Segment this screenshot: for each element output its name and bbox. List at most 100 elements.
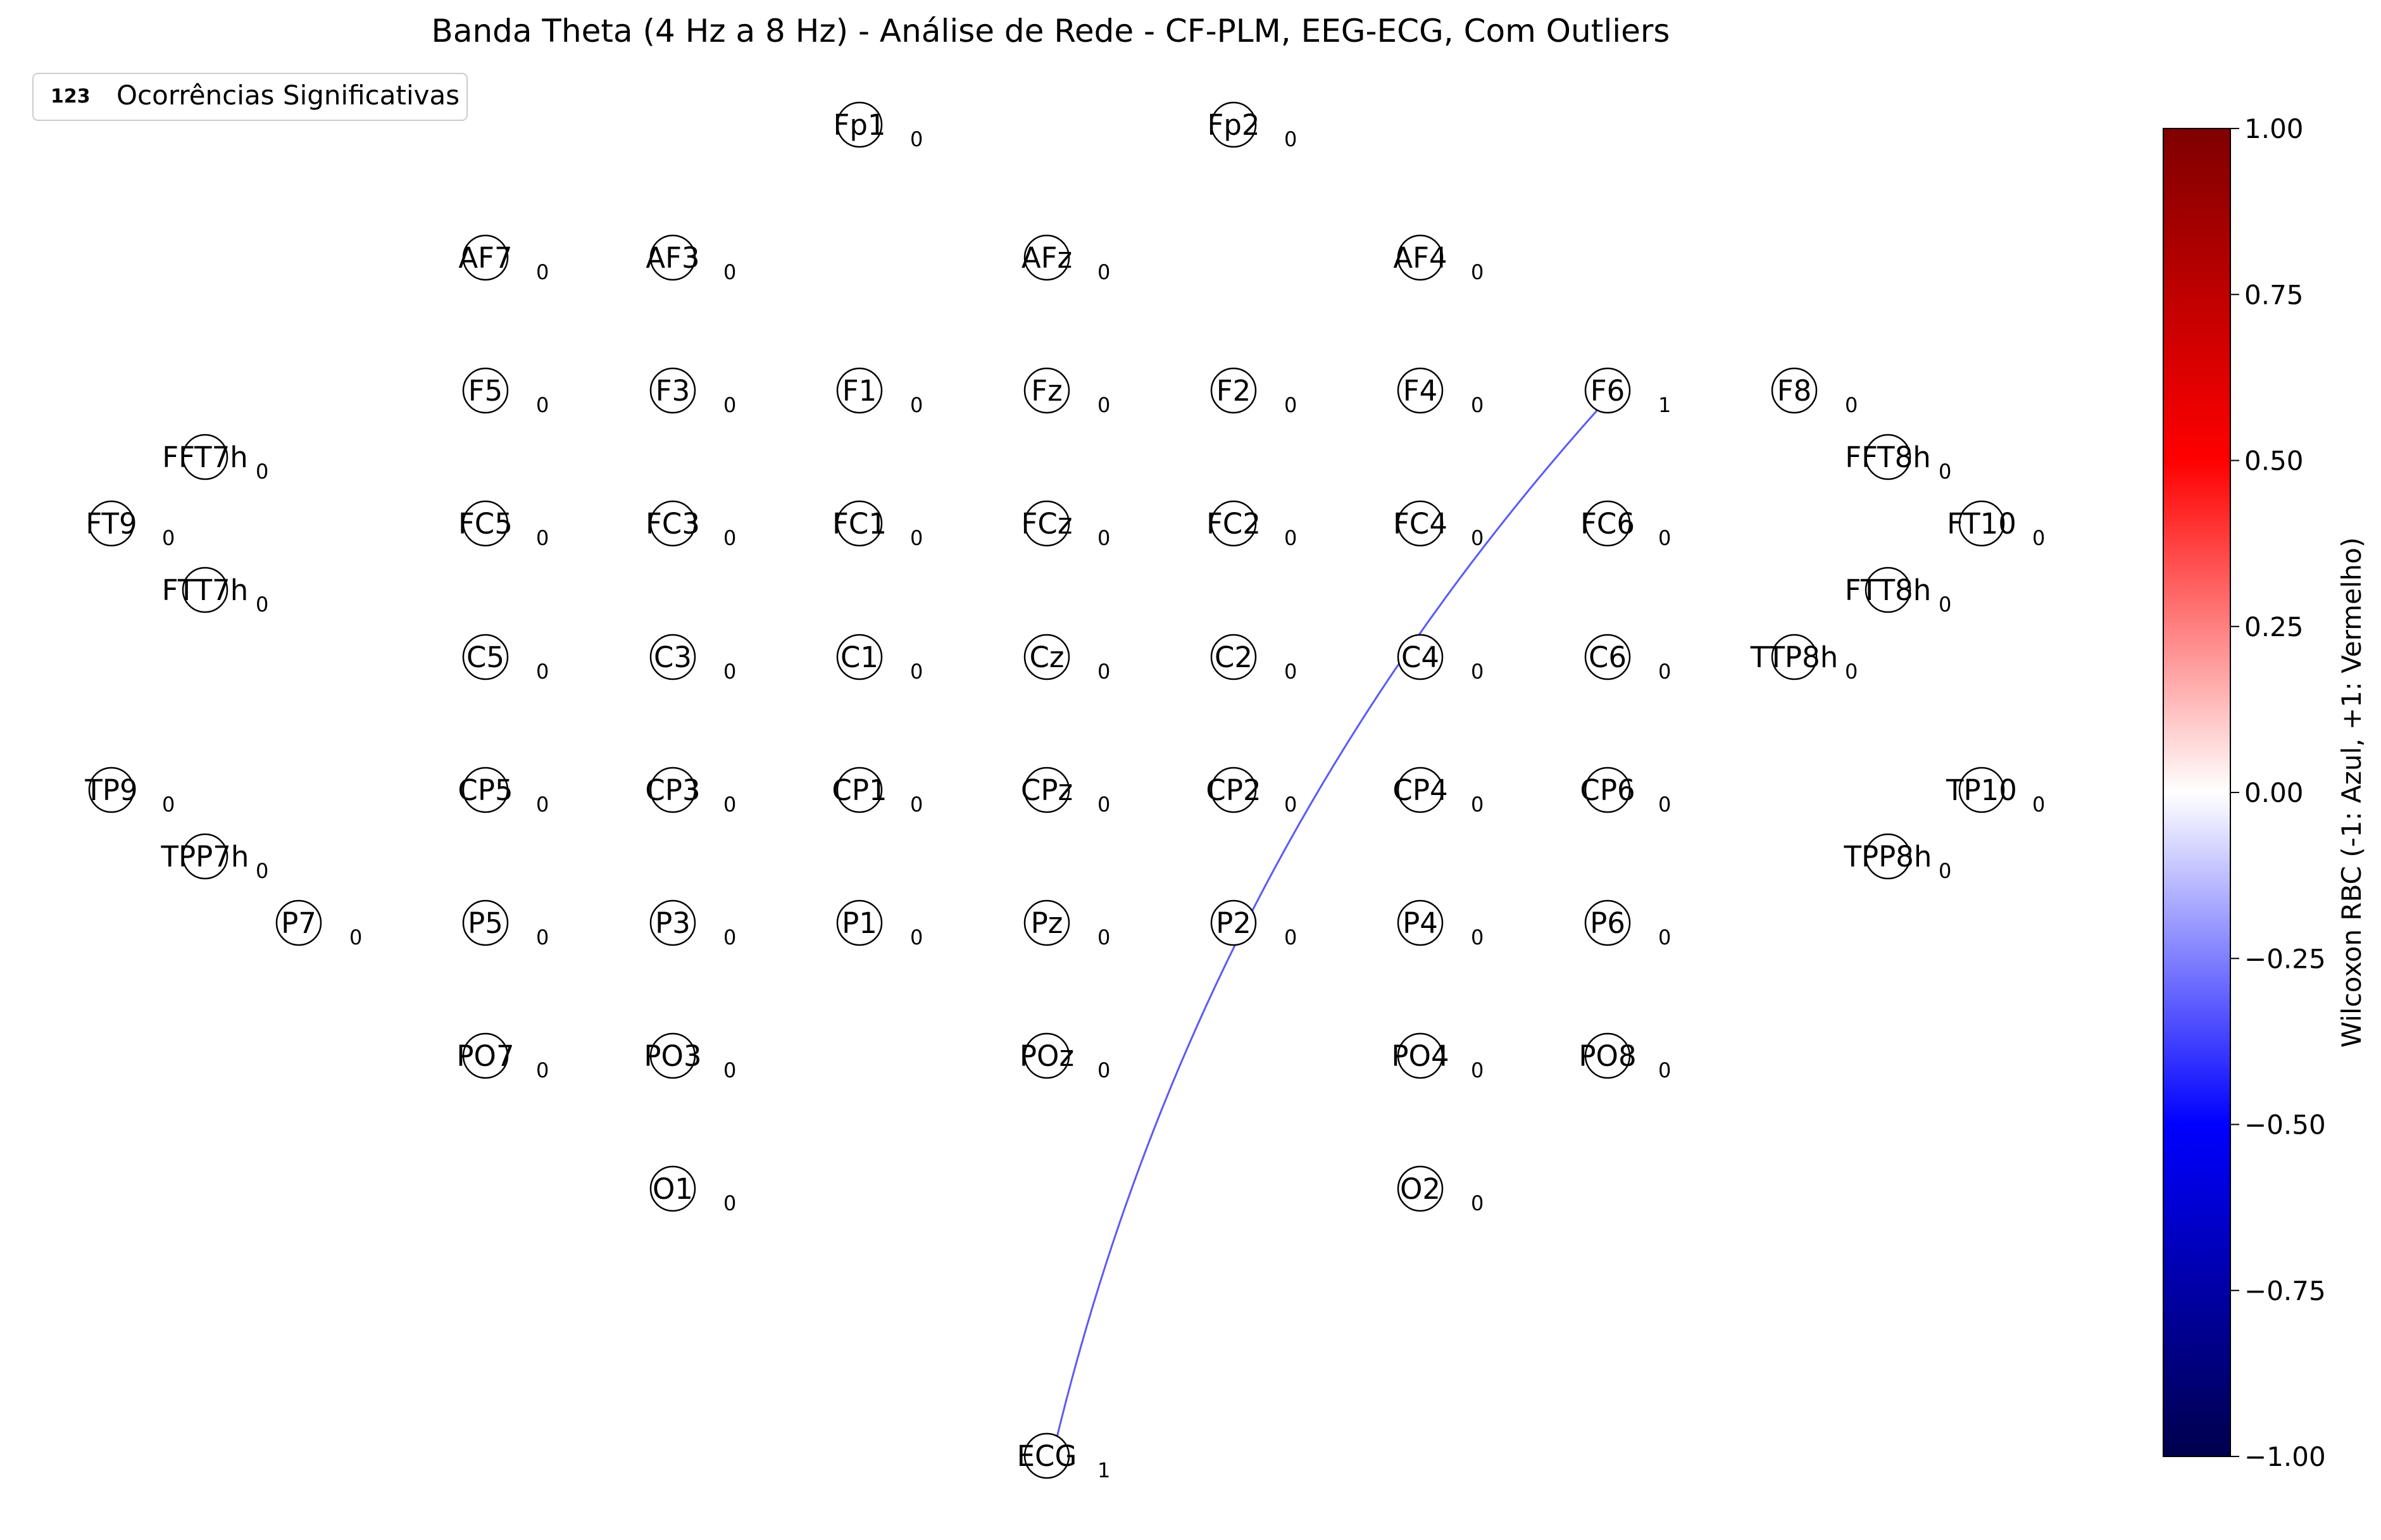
- node-label: F5: [468, 374, 503, 408]
- node-circle: [1584, 500, 1631, 547]
- node-circle: [1023, 1432, 1070, 1479]
- node-c1: C1 0: [836, 634, 923, 684]
- node-count: 0: [1471, 925, 1484, 949]
- node-circle: [88, 500, 135, 547]
- node-label: Pz: [1031, 906, 1063, 940]
- node-circle: [1397, 234, 1444, 281]
- node-label: TP9: [84, 773, 137, 807]
- node-count: 0: [256, 859, 268, 883]
- node-circle: [1584, 899, 1631, 946]
- node-count: 0: [1471, 660, 1484, 684]
- node-poz: POz 0: [1020, 1032, 1110, 1082]
- node-count: 0: [1284, 660, 1297, 684]
- node-label: Fp2: [1207, 108, 1259, 142]
- node-circle: [1023, 767, 1070, 813]
- node-label: FC2: [1206, 507, 1261, 541]
- node-count: 0: [2032, 526, 2045, 550]
- node-circle: [836, 634, 883, 680]
- node-count: 0: [1658, 925, 1671, 949]
- node-count: 0: [1284, 792, 1297, 817]
- node-circle: [1023, 634, 1070, 680]
- node-label: CP5: [458, 773, 513, 807]
- node-circle: [1584, 634, 1631, 680]
- node-label: F3: [656, 374, 691, 408]
- node-circle: [836, 500, 883, 547]
- colorbar-gradient: [2163, 128, 2231, 1457]
- node-circle: [1958, 500, 2005, 547]
- node-circle: [1865, 434, 1911, 480]
- node-count: 0: [1658, 792, 1671, 817]
- node-circle: [1584, 767, 1631, 813]
- node-circle: [462, 634, 509, 680]
- node-count: 0: [1097, 1058, 1110, 1082]
- node-circle: [649, 367, 696, 414]
- node-count: 0: [1284, 393, 1297, 417]
- node-label: FC4: [1393, 507, 1447, 541]
- node-label: F4: [1403, 374, 1438, 408]
- node-label: C1: [841, 641, 878, 674]
- node-count: 0: [1471, 526, 1484, 550]
- node-fc4: FC4 0: [1393, 500, 1484, 550]
- node-circle: [275, 899, 322, 946]
- node-count: 0: [1284, 925, 1297, 949]
- node-count: 1: [1097, 1458, 1110, 1482]
- node-count: 0: [536, 1058, 549, 1082]
- node-circle: [836, 767, 883, 813]
- node-circle: [836, 899, 883, 946]
- node-circle: [1210, 367, 1257, 414]
- node-label: F2: [1216, 374, 1251, 408]
- node-count: 0: [536, 925, 549, 949]
- node-count: 0: [1939, 592, 1951, 617]
- node-fc5: FC5 0: [458, 500, 549, 550]
- colorbar-tick-label: 0.25: [2244, 611, 2304, 642]
- node-label: Fz: [1031, 374, 1063, 408]
- node-circle: [462, 899, 509, 946]
- node-label: CP4: [1392, 773, 1447, 807]
- node-count: 0: [723, 925, 736, 949]
- legend-box: [32, 73, 468, 121]
- node-label: FC6: [1580, 507, 1635, 541]
- node-count: 0: [723, 393, 736, 417]
- node-circle: [1771, 367, 1818, 414]
- node-circle: [649, 767, 696, 813]
- colorbar-tick-label: 0.50: [2244, 446, 2304, 477]
- node-circle: [462, 234, 509, 281]
- node-count: 0: [536, 526, 549, 550]
- node-circle: [182, 434, 228, 480]
- node-label: C2: [1215, 641, 1253, 674]
- node-count: 0: [910, 660, 923, 684]
- node-count: 0: [910, 393, 923, 417]
- node-circle: [1023, 234, 1070, 281]
- node-label: POz: [1020, 1039, 1074, 1073]
- node-count: 0: [536, 792, 549, 817]
- node-count: 0: [723, 660, 736, 684]
- node-label: FC5: [458, 507, 513, 541]
- node-count: 0: [723, 526, 736, 550]
- node-count: 0: [910, 127, 923, 151]
- legend: 123 Ocorrências Significativas: [32, 73, 468, 121]
- node-circle: [1023, 500, 1070, 547]
- node-label: FTT8h: [1845, 573, 1931, 607]
- colorbar-tick-label: 1.00: [2244, 113, 2304, 144]
- legend-marker: 123: [51, 85, 91, 108]
- node-count: 0: [1284, 526, 1297, 550]
- node-count: 1: [1658, 393, 1671, 417]
- node-count: 0: [910, 526, 923, 550]
- node-circle: [1958, 767, 2005, 813]
